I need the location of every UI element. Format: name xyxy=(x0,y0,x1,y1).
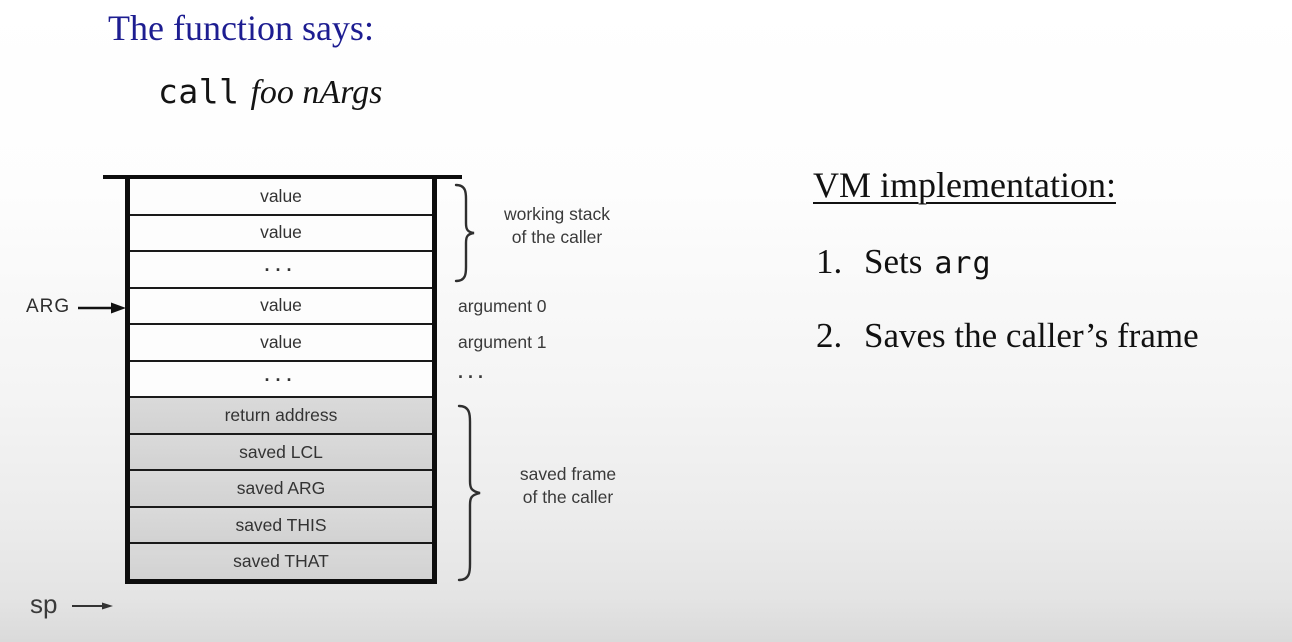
working-stack-brace-icon xyxy=(453,183,477,283)
stack-row-ellipsis-1: ... xyxy=(130,250,432,287)
stack-row-argument-1: value xyxy=(130,323,432,360)
vm-step-1-number: 1. xyxy=(816,242,843,281)
vm-step-2-text: Saves the caller’s frame xyxy=(864,316,1199,355)
stack-top-line xyxy=(103,175,462,179)
stack-row-saved-that: saved THAT xyxy=(130,542,432,580)
stack-diagram: value value ... value value ... return a… xyxy=(125,179,437,584)
stack-row-value-1: value xyxy=(130,213,432,251)
stack-row-saved-arg: saved ARG xyxy=(130,469,432,506)
vm-implementation-heading: VM implementation: xyxy=(813,165,1116,205)
saved-frame-caption: saved frame of the caller xyxy=(519,464,617,507)
vm-step-1-code: arg xyxy=(934,246,992,281)
arguments-ellipsis-label: ... xyxy=(458,362,489,382)
vm-step-2-number: 2. xyxy=(816,316,843,355)
vm-step-2: 2. Saves the caller’s frame xyxy=(816,314,1199,358)
argument-0-label: argument 0 xyxy=(458,296,547,316)
vm-command: call foo nArgs xyxy=(158,72,382,113)
vm-step-1-text: Sets xyxy=(864,242,923,281)
argument-1-label: argument 1 xyxy=(458,332,547,352)
sp-arrow-icon xyxy=(72,600,114,612)
slide-title: The function says: xyxy=(108,8,374,48)
saved-frame-brace-icon xyxy=(455,404,483,582)
stack-row-saved-this: saved THIS xyxy=(130,505,432,543)
stack-row-ellipsis-2: ... xyxy=(130,359,432,397)
working-stack-caption: working stack of the caller xyxy=(503,204,610,247)
call-keyword: call xyxy=(158,72,240,111)
stack-row-value-0: value xyxy=(130,179,432,214)
sp-pointer-label: sp xyxy=(30,589,58,619)
vm-step-1: 1. Sets arg xyxy=(816,240,992,286)
stack-row-return-address: return address xyxy=(130,396,432,433)
arg-pointer-label: ARG xyxy=(26,296,71,317)
stack-row-saved-lcl: saved LCL xyxy=(130,432,432,470)
arg-arrow-icon xyxy=(78,300,126,316)
stack-row-argument-0: value xyxy=(130,286,432,324)
call-arguments: foo nArgs xyxy=(250,74,383,111)
